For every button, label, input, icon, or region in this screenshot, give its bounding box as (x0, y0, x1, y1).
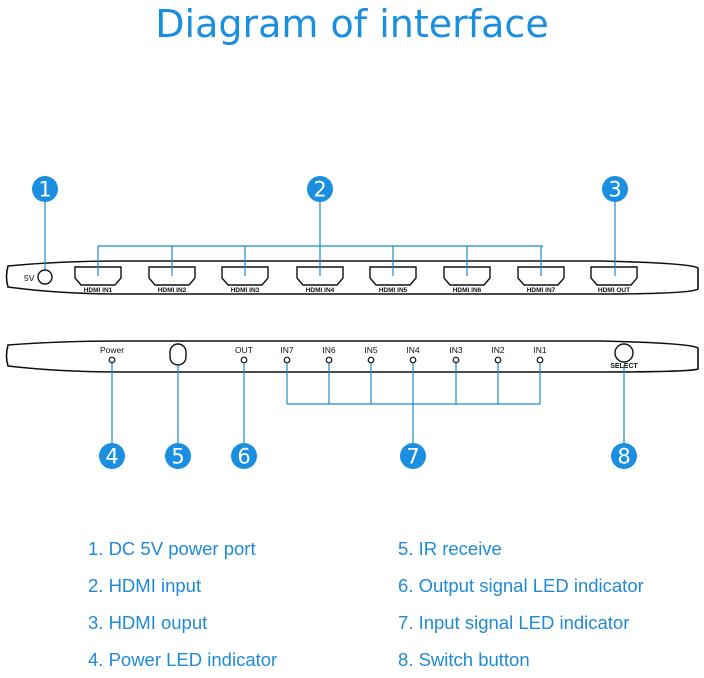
badge-circle (400, 443, 426, 469)
rear-panel: 5V HDMI IN1 HDMI IN2 HDMI IN3 HDMI IN4 HDMI … (5, 260, 699, 295)
input-led-label: IN3 (449, 345, 463, 355)
badge-number: 4 (105, 445, 118, 469)
hdmi-port-in5[interactable]: HDMI IN5 (369, 266, 417, 294)
callout-badge-7: 7 (400, 443, 426, 469)
hdmi-connector-shape (148, 266, 196, 286)
out-led-label: OUT (235, 345, 253, 355)
legend-item-2: 2. HDMI input (88, 575, 202, 596)
callout-badge-4: 4 (99, 443, 125, 469)
hdmi-port-out[interactable]: HDMI OUT (590, 266, 638, 294)
callout-badge-1: 1 (32, 176, 58, 202)
led-icon (283, 356, 291, 364)
legend-item-3: 3. HDMI ouput (88, 612, 208, 633)
badge-circle (602, 176, 628, 202)
legend-item-7: 7. Input signal LED indicator (398, 612, 630, 633)
input-led-label: IN7 (280, 345, 294, 355)
hdmi-port-label: HDMI IN7 (527, 287, 556, 294)
callout-lines (44, 200, 625, 445)
hdmi-port-label: HDMI IN3 (231, 287, 260, 294)
led-icon (325, 356, 333, 364)
power-led (108, 356, 116, 364)
led-icon (494, 356, 502, 364)
hdmi-port-in1[interactable]: HDMI IN1 (74, 266, 122, 294)
legend-item-4: 4. Power LED indicator (88, 649, 278, 670)
power-port-label: 5V (24, 273, 35, 283)
badge-number: 1 (38, 178, 51, 202)
legend-item-6: 6. Output signal LED indicator (398, 575, 644, 596)
led-icon (367, 356, 375, 364)
input-led-label: IN1 (533, 345, 547, 355)
hdmi-port-label: HDMI IN1 (84, 287, 113, 294)
hdmi-connector-shape (369, 266, 417, 286)
hdmi-port-in2[interactable]: HDMI IN2 (148, 266, 196, 294)
hdmi-port-label: HDMI IN2 (158, 287, 187, 294)
callout-badge-6: 6 (231, 443, 257, 469)
input-led-label: IN4 (406, 345, 420, 355)
legend-item-5: 5. IR receive (398, 538, 502, 559)
badge-number: 6 (237, 445, 250, 469)
callout-badge-8: 8 (611, 443, 637, 469)
hdmi-connector-shape (517, 266, 565, 286)
input-led-in6: IN6 (322, 345, 336, 364)
input-led-in1: IN1 (533, 345, 547, 364)
input-led-in3: IN3 (449, 345, 463, 364)
input-led-in2: IN2 (491, 345, 505, 364)
select-button[interactable] (614, 343, 634, 363)
hdmi-port-label: HDMI IN4 (306, 287, 335, 294)
hdmi-connector-shape (74, 266, 122, 286)
legend-right: 5. IR receive 6. Output signal LED indic… (398, 530, 644, 678)
led-icon (452, 356, 460, 364)
badge-number: 3 (608, 178, 621, 202)
input-led-in4: IN4 (406, 345, 420, 364)
hdmi-port-in4[interactable]: HDMI IN4 (296, 266, 344, 294)
hdmi-connector-shape (221, 266, 269, 286)
badge-number: 2 (313, 178, 326, 202)
legend-item-1: 1. DC 5V power port (88, 538, 256, 559)
legend-item-8: 8. Switch button (398, 649, 530, 670)
hdmi-port-label: HDMI OUT (598, 287, 630, 294)
callout-badge-2: 2 (307, 176, 333, 202)
input-led-label: IN5 (364, 345, 378, 355)
rear-panel-body (5, 260, 699, 295)
out-led (240, 356, 248, 364)
led-icon (409, 356, 417, 364)
legend-left: 1. DC 5V power port 2. HDMI input 3. HDM… (88, 530, 277, 678)
badge-circle (99, 443, 125, 469)
badge-number: 5 (171, 445, 184, 469)
title-divider-shadow (60, 62, 644, 74)
badge-circle (611, 443, 637, 469)
input-led-in7: IN7 (280, 345, 294, 364)
badge-circle (231, 443, 257, 469)
badge-circle (307, 176, 333, 202)
callout-badge-3: 3 (602, 176, 628, 202)
badge-number: 8 (617, 445, 630, 469)
input-led-in5: IN5 (364, 345, 378, 364)
page-title: Diagram of interface (155, 2, 549, 46)
hdmi-connector-shape (590, 266, 638, 286)
power-led-label: Power (100, 345, 124, 355)
badge-number: 7 (406, 445, 419, 469)
badge-circle (32, 176, 58, 202)
hdmi-port-in3[interactable]: HDMI IN3 (221, 266, 269, 294)
hdmi-connector-shape (443, 266, 491, 286)
led-icon (536, 356, 544, 364)
hdmi-port-label: HDMI IN6 (453, 287, 482, 294)
hdmi-port-label: HDMI IN5 (379, 287, 408, 294)
input-led-label: IN2 (491, 345, 505, 355)
hdmi-port-in7[interactable]: HDMI IN7 (517, 266, 565, 294)
hdmi-port-in6[interactable]: HDMI IN6 (443, 266, 491, 294)
badge-circle (165, 443, 191, 469)
input-led-label: IN6 (322, 345, 336, 355)
callout-badge-5: 5 (165, 443, 191, 469)
hdmi-connector-shape (296, 266, 344, 286)
